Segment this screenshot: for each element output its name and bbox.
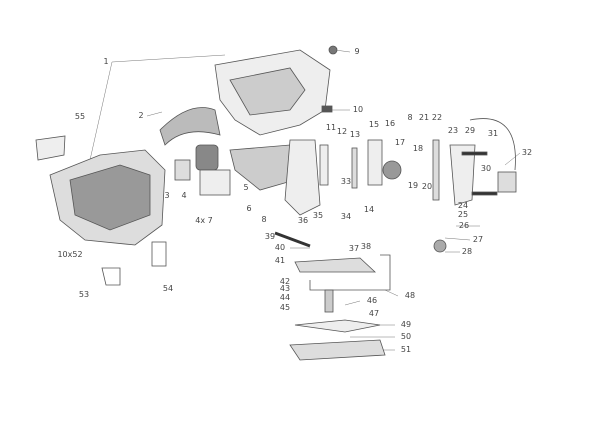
wire-32 (469, 118, 516, 171)
bracket-29 (449, 144, 476, 206)
motor-field (199, 169, 231, 196)
part-label-42: 42 (279, 277, 291, 286)
part-label-45: 45 (279, 303, 291, 312)
part-label-24: 24 (457, 201, 469, 210)
part-label-49: 49 (400, 320, 412, 329)
part-label-48: 48 (404, 291, 416, 300)
part-label-10: 10 (352, 105, 364, 114)
brush-holder (174, 159, 191, 181)
plate-12 (319, 144, 329, 186)
part-53 (101, 267, 121, 286)
part-54 (151, 241, 167, 267)
screw-31b (471, 191, 498, 196)
switch-cable (159, 107, 221, 146)
part-label-13: 13 (349, 130, 361, 139)
leader-lines (89, 49, 521, 351)
part-label-41: 41 (274, 256, 286, 265)
part-label-54: 54 (162, 284, 174, 293)
part-label-4x7: 4x 7 (195, 216, 213, 225)
screw-45 (324, 289, 334, 313)
part-label-19: 19 (407, 181, 419, 190)
rod-23 (432, 139, 440, 201)
part-label-35: 35 (312, 211, 324, 220)
part-label-50: 50 (400, 332, 412, 341)
part-label-23: 23 (447, 126, 459, 135)
part-label-28: 28 (461, 247, 473, 256)
part-label-8a: 8 (261, 215, 267, 224)
part-label-32: 32 (521, 148, 533, 157)
part-9 (328, 45, 338, 55)
part-label-21: 21 (418, 113, 430, 122)
lever-39 (274, 231, 311, 248)
part-label-18: 18 (412, 144, 424, 153)
plate-49 (294, 319, 381, 333)
part-label-26: 26 (458, 221, 470, 230)
part-label-53: 53 (78, 290, 90, 299)
part-label-51: 51 (400, 345, 412, 354)
part-label-11: 11 (325, 123, 337, 132)
part-label-31: 31 (487, 129, 499, 138)
part-label-6: 6 (246, 204, 252, 213)
part-label-16: 16 (384, 119, 396, 128)
motor-stator (195, 144, 219, 171)
part-label-20: 20 (421, 182, 433, 191)
part-label-1: 1 (103, 57, 109, 66)
part-label-12: 12 (336, 127, 348, 136)
housing-left (49, 149, 166, 246)
part-label-3: 3 (164, 191, 170, 200)
housing-top (214, 49, 331, 136)
part-label-10x52: 10x52 (57, 250, 83, 259)
screw-31 (461, 151, 488, 156)
base-51 (289, 339, 386, 361)
part-label-25: 25 (457, 210, 469, 219)
plunger-13 (351, 147, 358, 189)
part-label-37: 37 (348, 244, 360, 253)
part-label-27: 27 (472, 235, 484, 244)
part-label-8b: 8 (407, 113, 413, 122)
part-55 (35, 135, 66, 161)
part-label-17: 17 (394, 138, 406, 147)
part-label-29: 29 (464, 126, 476, 135)
guide-15 (367, 139, 383, 186)
gear-housing (284, 139, 321, 216)
switch-32 (497, 171, 517, 193)
part-label-46: 46 (366, 296, 378, 305)
armature (229, 144, 296, 191)
part-label-43: 43 (279, 284, 291, 293)
part-label-5: 5 (243, 183, 249, 192)
part-28 (433, 239, 447, 253)
part-label-38: 38 (360, 242, 372, 251)
rod-48 (309, 254, 391, 291)
part-label-4: 4 (181, 191, 187, 200)
part-label-55: 55 (74, 112, 86, 121)
part-label-47: 47 (368, 309, 380, 318)
part-label-2: 2 (138, 111, 144, 120)
shoe-41 (294, 257, 377, 273)
part-label-34: 34 (340, 212, 352, 221)
part-label-36: 36 (297, 216, 309, 225)
part-10 (321, 105, 333, 113)
part-label-30: 30 (480, 164, 492, 173)
part-label-33: 33 (340, 177, 352, 186)
part-label-40: 40 (274, 243, 286, 252)
part-label-9: 9 (354, 47, 360, 56)
part-label-14: 14 (363, 205, 375, 214)
part-label-44: 44 (279, 293, 291, 302)
part-label-39: 39 (264, 232, 276, 241)
part-label-22: 22 (431, 113, 443, 122)
part-label-15: 15 (368, 120, 380, 129)
gear-16 (382, 160, 402, 180)
